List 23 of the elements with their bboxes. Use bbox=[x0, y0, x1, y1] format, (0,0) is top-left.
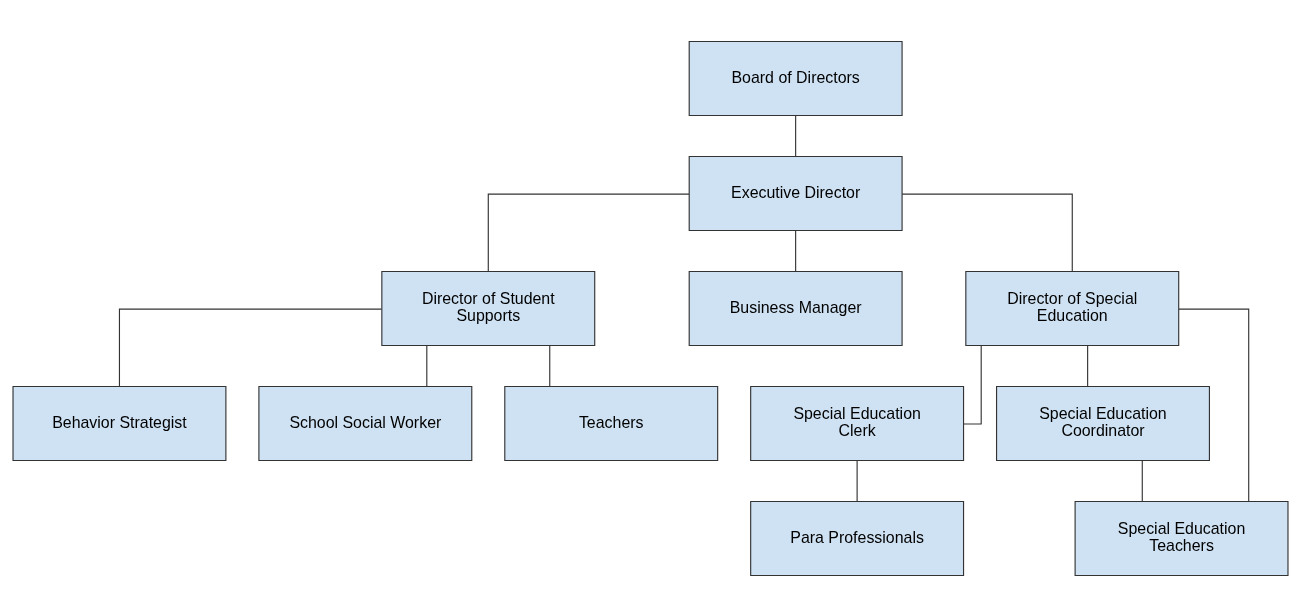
node-box: Director of Student Supports bbox=[381, 270, 596, 346]
connector bbox=[1178, 308, 1250, 502]
node-box: Executive Director bbox=[688, 155, 903, 231]
connector bbox=[426, 344, 428, 387]
node-box: Special Education Teachers bbox=[1074, 500, 1289, 576]
node-box: Special Education Coordinator bbox=[996, 385, 1210, 461]
node-box: Director of Special Education bbox=[965, 270, 1180, 346]
node-box: Behavior Strategist bbox=[12, 385, 227, 461]
connector bbox=[487, 193, 690, 272]
connector bbox=[856, 459, 858, 502]
node-box: Board of Directors bbox=[688, 40, 903, 116]
connector bbox=[795, 229, 797, 272]
connector bbox=[1087, 344, 1089, 387]
connector bbox=[795, 114, 797, 157]
node-box: Special Education Clerk bbox=[750, 385, 965, 461]
node-box: Business Manager bbox=[688, 270, 903, 346]
connector bbox=[1141, 459, 1143, 502]
node-box: Para Professionals bbox=[750, 500, 965, 576]
node-box: Teachers bbox=[504, 385, 719, 461]
connector bbox=[549, 344, 551, 387]
connector bbox=[118, 308, 383, 387]
connector bbox=[901, 193, 1073, 272]
node-box: School Social Worker bbox=[258, 385, 473, 461]
